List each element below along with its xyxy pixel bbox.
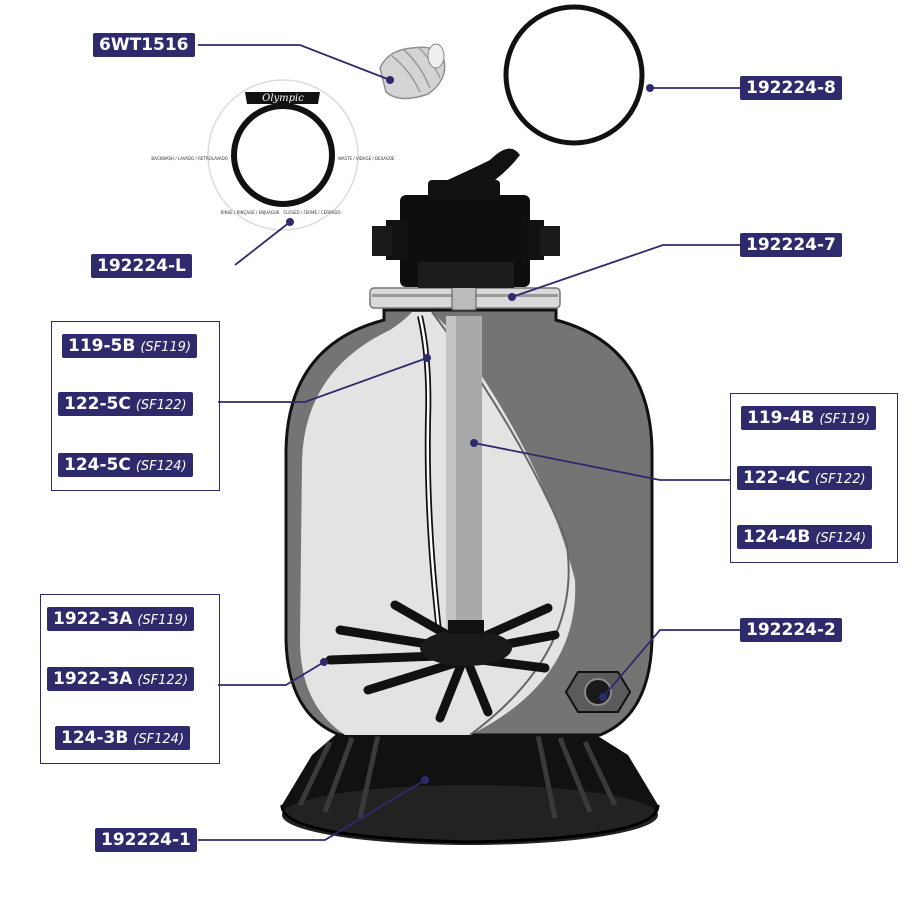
leader-dots: [286, 76, 654, 784]
standpipe-label-group: 119-4B (SF119) 122-4C (SF122) 124-4B (SF124…: [730, 393, 898, 563]
laterals-label-group: 1922-3A (SF119) 1922-3A (SF122) 124-3B (SF1…: [40, 594, 220, 764]
dial-bottom-right-text: CLOSED / FERMÉ / CERRADO: [283, 210, 340, 215]
part-label-bulb: 6WT1516: [93, 33, 195, 57]
laterals-label-1: 1922-3A (SF119): [47, 607, 195, 631]
part-label-drain: 192224-2: [740, 618, 842, 642]
airtube-label-group: 119-5B (SF119) 122-5C (SF122) 124-5C (SF124…: [51, 321, 220, 491]
part-label-clamp: 192224-7: [740, 233, 842, 257]
airtube-label-3: 124-5C (SF124): [58, 453, 193, 477]
airtube-code-1: 119-5B: [68, 336, 136, 356]
airtube-label-1: 119-5B (SF119): [62, 334, 198, 358]
drain-plug: [564, 671, 632, 713]
laterals-code-1: 1922-3A: [53, 609, 133, 629]
airtube-model-3: (SF124): [135, 459, 187, 474]
airtube-code-2: 122-5C: [64, 394, 131, 414]
standpipe-model-2: (SF122): [814, 472, 866, 487]
standpipe-label-3: 124-4B (SF124): [737, 525, 873, 549]
laterals-model-2: (SF122): [137, 673, 189, 688]
dial-right-text: WASTE / VIDAGE / DESAGÜE: [338, 156, 395, 161]
laterals-code-3: 124-3B: [61, 728, 129, 748]
tank: [284, 308, 654, 737]
laterals-model-1: (SF119): [137, 613, 189, 628]
leader-lines: [198, 44, 740, 841]
laterals-label-2: 1922-3A (SF122): [47, 667, 195, 691]
standpipe-label-2: 122-4C (SF122): [737, 466, 872, 490]
laterals-code-2: 1922-3A: [53, 669, 133, 689]
airtube-code-3: 124-5C: [64, 455, 131, 475]
multiport-valve: [372, 148, 560, 288]
clamp-ring: [369, 285, 561, 311]
dial-bottom-left-text: RINSE / RINÇAGE / ENJUAGUE: [221, 210, 280, 215]
standpipe-model-3: (SF124): [815, 531, 867, 546]
o-ring: [503, 4, 645, 146]
dial-brand-text: Olympic: [262, 93, 304, 104]
laterals-model-3: (SF124): [133, 732, 185, 747]
base: [280, 718, 660, 845]
part-label-dial: 192224-L: [91, 254, 192, 278]
dial-left-text: BACKWASH / LAVADO / RETROLAVADO: [151, 156, 228, 161]
standpipe-code-2: 122-4C: [743, 468, 810, 488]
standpipe-code-3: 124-4B: [743, 527, 811, 547]
airtube-model-1: (SF119): [140, 340, 192, 355]
airtube-model-2: (SF122): [135, 398, 187, 413]
standpipe-code-1: 119-4B: [747, 408, 815, 428]
airtube-label-2: 122-5C (SF122): [58, 392, 193, 416]
dial-label-sticker: Olympic BACKWASH / LAVADO / RETROLAVADO …: [151, 79, 395, 231]
standpipe-label-1: 119-4B (SF119): [741, 406, 877, 430]
part-label-oring: 192224-8: [740, 76, 842, 100]
sight-glass-bulb: [379, 43, 446, 100]
laterals-label-3: 124-3B (SF124): [55, 726, 191, 750]
part-label-base: 192224-1: [95, 828, 197, 852]
standpipe-model-1: (SF119): [819, 412, 871, 427]
